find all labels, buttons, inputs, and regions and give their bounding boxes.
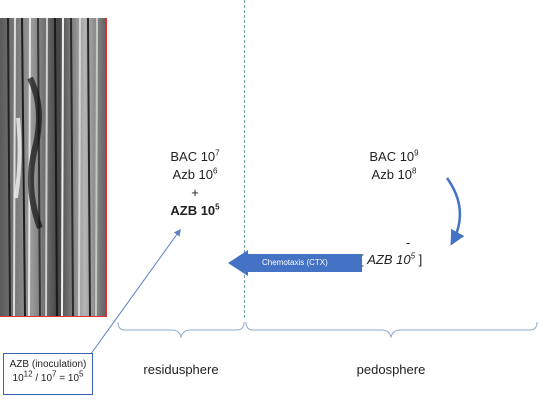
- residusphere-label: residusphere: [143, 362, 219, 377]
- pedosphere-azb-removed-exp: 5: [410, 251, 416, 261]
- residusphere-azb-exp: 6: [213, 166, 218, 176]
- residusphere-azb-added-base: AZB 10: [170, 203, 216, 218]
- residusphere-azb-added: AZB 105: [150, 202, 240, 220]
- inoculation-box: AZB (inoculation) 1012 / 107 = 105: [3, 353, 93, 395]
- pedosphere-azb: Azb 108: [352, 166, 436, 184]
- pedosphere-label: pedosphere: [356, 362, 426, 377]
- residusphere-azb-added-exp: 5: [215, 202, 220, 212]
- chemotaxis-arrow: [228, 250, 362, 276]
- residusphere-bac-base: BAC 10: [170, 149, 216, 164]
- inoc-slash: / 10: [32, 373, 53, 384]
- pedosphere-azb-base: Azb 10: [371, 167, 413, 182]
- transfer-curve-arrow: [445, 177, 465, 246]
- pedosphere-azb-exp: 8: [412, 166, 417, 176]
- bracket-close: ]: [415, 252, 423, 267]
- inoculation-pointer: [87, 228, 181, 359]
- residusphere-bac-exp: 7: [215, 148, 220, 158]
- pedosphere-brace: [245, 321, 538, 339]
- pedosphere-azb-removed-base: AZB 10: [367, 252, 411, 267]
- inoc-eq: = 10: [56, 373, 80, 384]
- pedosphere-counts: BAC 109 Azb 108: [352, 148, 436, 184]
- pedosphere-minus: -: [405, 235, 411, 250]
- zone-divider: [244, 0, 245, 318]
- inoc-a-exp: 12: [23, 369, 33, 379]
- inoc-b-exp: 7: [52, 369, 57, 379]
- residusphere-brace: [117, 321, 245, 339]
- inoculation-formula: 1012 / 107 = 105: [4, 369, 92, 386]
- pedosphere-bac: BAC 109: [352, 148, 436, 166]
- residusphere-plus: +: [191, 185, 199, 200]
- chemotaxis-label: Chemotaxis (CTX): [262, 258, 328, 267]
- pedosphere-bac-exp: 9: [414, 148, 419, 158]
- inoc-c-exp: 5: [79, 369, 84, 379]
- residusphere-azb: Azb 106: [150, 166, 240, 184]
- pedosphere-bac-base: BAC 10: [369, 149, 415, 164]
- residusphere-counts: BAC 107 Azb 106 + AZB 105: [150, 148, 240, 220]
- residusphere-bac: BAC 107: [150, 148, 240, 166]
- residue-photo: [0, 18, 107, 317]
- inoculation-title: AZB (inoculation): [9, 359, 87, 370]
- residusphere-azb-base: Azb 10: [172, 167, 214, 182]
- inoc-a-base: 10: [12, 373, 24, 384]
- residue-texture: [0, 18, 106, 316]
